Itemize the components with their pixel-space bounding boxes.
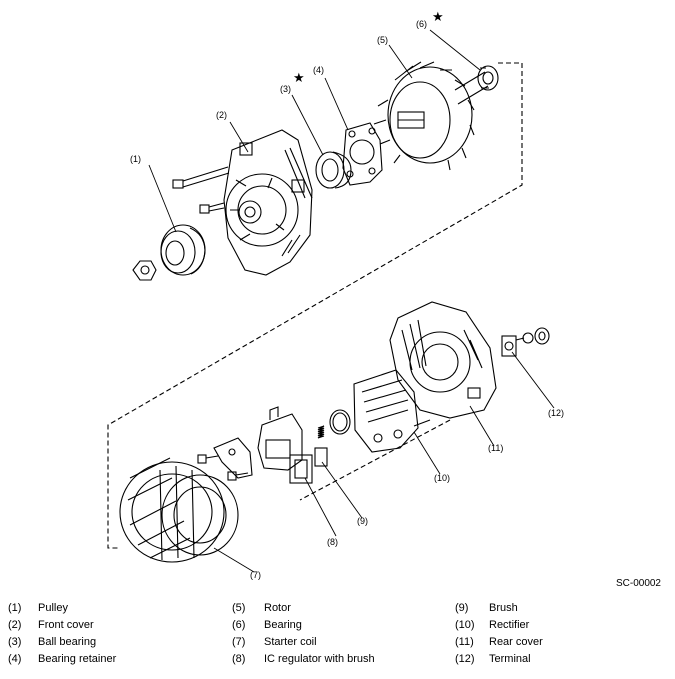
bearing-retainer-part bbox=[342, 122, 383, 186]
legend-item: (8) IC regulator with brush bbox=[232, 653, 432, 669]
through-bolt-part bbox=[172, 166, 230, 189]
ic-regulator-part bbox=[257, 406, 313, 484]
legend-item: (9) Brush bbox=[455, 602, 655, 618]
starter-coil-part bbox=[119, 457, 239, 563]
legend-label: Front cover bbox=[38, 619, 94, 631]
screw-part bbox=[199, 202, 225, 214]
legend-item: (12) Terminal bbox=[455, 653, 655, 669]
callout-9: (9) bbox=[357, 516, 368, 526]
rectifier-part bbox=[353, 369, 431, 453]
legend-label: Rotor bbox=[264, 602, 291, 614]
legend-label: Starter coil bbox=[264, 636, 317, 648]
legend-number: (1) bbox=[8, 602, 22, 614]
legend-item: (11) Rear cover bbox=[455, 636, 655, 652]
nut-part bbox=[132, 260, 157, 281]
leader-lines bbox=[148, 29, 555, 573]
callout-8: (8) bbox=[327, 537, 338, 547]
ball-bearing-part bbox=[315, 151, 352, 189]
legend-number: (11) bbox=[455, 636, 474, 648]
legend-item: (6) Bearing bbox=[232, 619, 432, 635]
legend-item: (2) Front cover bbox=[8, 619, 208, 635]
callout-3: (3) bbox=[280, 84, 291, 94]
rear-bearing-part bbox=[477, 65, 499, 91]
legend-item: (4) Bearing retainer bbox=[8, 653, 208, 669]
legend-item: (1) Pulley bbox=[8, 602, 208, 618]
terminal-part bbox=[501, 327, 550, 357]
rotor-part bbox=[373, 61, 489, 171]
callout-6: (6) bbox=[416, 19, 427, 29]
legend-label: Rectifier bbox=[489, 619, 530, 631]
legend-label: IC regulator with brush bbox=[264, 653, 375, 665]
assembly-dashed-line bbox=[107, 62, 523, 549]
diagram-code: SC-00002 bbox=[615, 578, 661, 589]
legend-number: (3) bbox=[8, 636, 22, 648]
legend-number: (7) bbox=[232, 636, 246, 648]
legend-number: (10) bbox=[455, 619, 475, 631]
legend-number: (8) bbox=[232, 653, 246, 665]
small-screw-part bbox=[197, 454, 249, 481]
callout-5: (5) bbox=[377, 35, 388, 45]
legend-label: Ball bearing bbox=[38, 636, 97, 648]
legend-label: Rear cover bbox=[489, 636, 543, 648]
callout-1: (1) bbox=[130, 154, 141, 164]
callout-12: (12) bbox=[548, 408, 564, 418]
legend-number: (6) bbox=[232, 619, 246, 631]
legend-label: Brush bbox=[489, 602, 518, 614]
callout-7: (7) bbox=[250, 570, 261, 580]
callout-11: (11) bbox=[488, 443, 503, 453]
snap-ring-part bbox=[329, 409, 351, 435]
legend-item: (3) Ball bearing bbox=[8, 636, 208, 652]
legend-number: (2) bbox=[8, 619, 22, 631]
terminal-bracket-part bbox=[213, 437, 253, 479]
legend-label: Terminal bbox=[489, 653, 531, 665]
pulley-part bbox=[160, 224, 206, 276]
rear-cover-part bbox=[389, 301, 497, 419]
legend-item: (10) Rectifier bbox=[455, 619, 655, 635]
legend-number: (9) bbox=[455, 602, 469, 614]
callout-4: (4) bbox=[313, 65, 324, 75]
callout-2: (2) bbox=[216, 110, 227, 120]
legend-label: Pulley bbox=[38, 602, 68, 614]
legend-item: (7) Starter coil bbox=[232, 636, 432, 652]
star-mark-icon: ★ bbox=[432, 10, 444, 25]
legend-item: (5) Rotor bbox=[232, 602, 432, 618]
assembly-dashed-line-lower bbox=[299, 419, 451, 501]
legend-number: (12) bbox=[455, 653, 475, 665]
legend-label: Bearing bbox=[264, 619, 302, 631]
front-cover-part bbox=[223, 129, 313, 276]
callout-10: (10) bbox=[434, 473, 450, 483]
legend-label: Bearing retainer bbox=[38, 653, 117, 665]
exploded-view-diagram: (1) (2) (3) (4) (5) (6) (7) (8) (9) (10)… bbox=[107, 10, 564, 580]
legend-number: (4) bbox=[8, 653, 22, 665]
brush-spring-part bbox=[314, 425, 328, 467]
legend-number: (5) bbox=[232, 602, 246, 614]
star-mark-icon: ★ bbox=[293, 71, 305, 86]
